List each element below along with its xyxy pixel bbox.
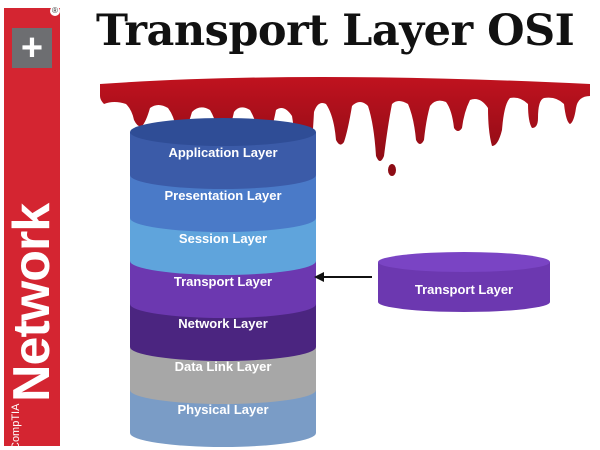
layer-label-physical: Physical Layer [177,402,269,417]
plus-icon: + [12,28,52,68]
layer-band-presentation [130,175,316,232]
layer-label-presentation: Presentation Layer [164,188,282,203]
stack-top-cap [130,118,316,146]
arrow [314,272,372,282]
layer-band-transport [130,261,316,318]
layer-band-session [130,218,316,275]
layer-label-session: Session Layer [178,231,268,246]
layer-band-physical [130,390,316,447]
page-title: Transport Layer OSI [96,6,575,56]
registered-icon: ® [50,6,60,16]
layer-label-data-link: Data Link Layer [174,359,272,374]
osi-stack [130,118,316,447]
callout-label: Transport Layer [414,282,514,297]
layer-band-data-link [130,347,316,404]
comptia-network-plus-logo: + Network CompTIA [4,8,60,446]
layer-label-transport: Transport Layer [173,274,273,289]
layer-label-application: Application Layer [168,145,278,160]
layer-band-application [130,132,316,189]
layer-label-network: Network Layer [178,316,268,331]
layer-band-network [130,304,316,361]
transport-layer-callout-shape [378,252,550,312]
